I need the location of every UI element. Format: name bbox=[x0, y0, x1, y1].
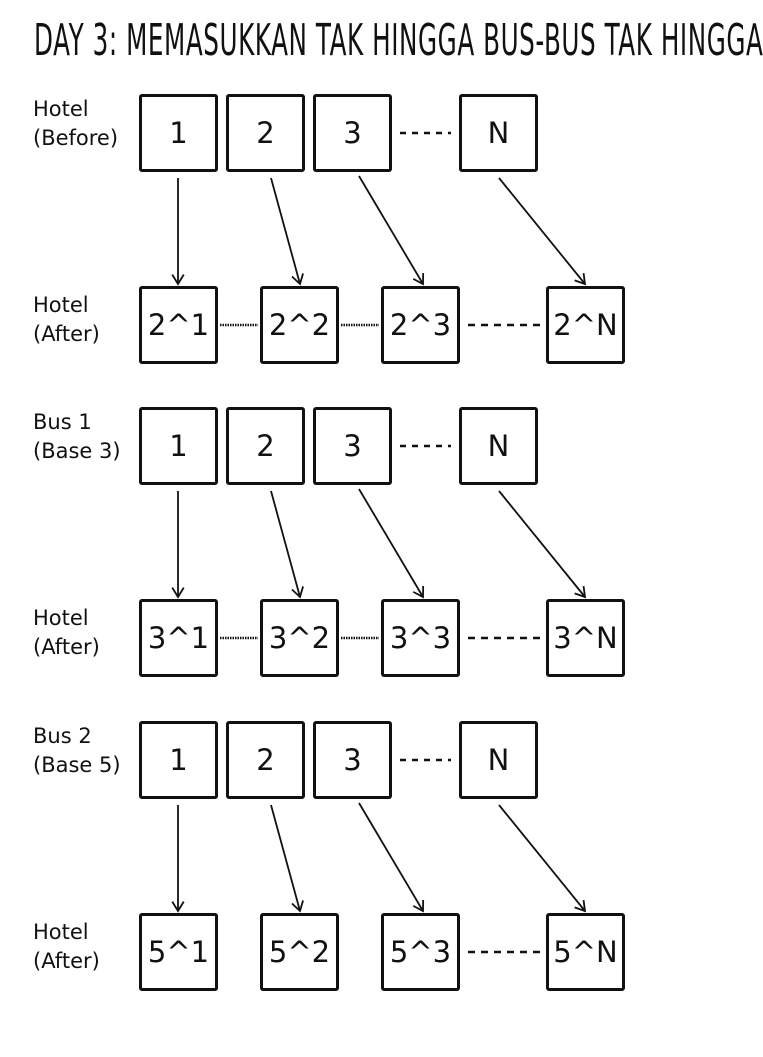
target-row-label: Hotel (After) bbox=[33, 293, 100, 346]
cell-value: 1 bbox=[169, 743, 188, 777]
target-cell: 5^N bbox=[546, 913, 625, 991]
target-cell: 5^1 bbox=[139, 913, 218, 991]
arrowhead-icon bbox=[574, 585, 587, 599]
target-row-label: Hotel (After) bbox=[33, 920, 100, 973]
source-cell: 2 bbox=[226, 721, 305, 799]
arrowhead-icon bbox=[291, 273, 304, 286]
mapping-arrow bbox=[498, 490, 586, 598]
cell-value: 3 bbox=[343, 743, 362, 777]
arrowhead-icon bbox=[291, 586, 304, 599]
cell-value: 2^2 bbox=[268, 308, 331, 342]
source-row-label: Hotel (Before) bbox=[33, 97, 119, 150]
cell-value: 3^3 bbox=[389, 621, 452, 655]
source-cell: 3 bbox=[313, 94, 392, 172]
mapping-arrow bbox=[358, 488, 424, 598]
source-cell: 2 bbox=[226, 94, 305, 172]
arrowhead-icon bbox=[171, 274, 185, 286]
cell-value: 3^2 bbox=[268, 621, 331, 655]
target-row-label: Hotel (After) bbox=[33, 606, 100, 659]
source-cell: N bbox=[459, 721, 538, 799]
target-cell: 2^2 bbox=[260, 286, 339, 364]
arrowhead-icon bbox=[574, 899, 587, 913]
mapping-arrow bbox=[270, 177, 301, 285]
mapping-arrow bbox=[270, 804, 301, 912]
arrowhead-icon bbox=[412, 899, 425, 913]
cell-value: N bbox=[487, 116, 510, 150]
mapping-arrow bbox=[358, 175, 424, 285]
target-cell: 2^3 bbox=[381, 286, 460, 364]
source-cell: 1 bbox=[139, 407, 218, 485]
cell-value: 2 bbox=[256, 743, 275, 777]
arrowhead-icon bbox=[574, 272, 587, 286]
target-cell: 5^3 bbox=[381, 913, 460, 991]
arrowhead-icon bbox=[412, 272, 425, 286]
cell-value: N bbox=[487, 429, 510, 463]
source-row-label: Bus 1 (Base 3) bbox=[33, 410, 121, 463]
cell-value: 1 bbox=[169, 429, 188, 463]
mapping-arrow bbox=[270, 490, 301, 598]
source-cell: N bbox=[459, 94, 538, 172]
target-cell: 2^1 bbox=[139, 286, 218, 364]
source-cell: 3 bbox=[313, 721, 392, 799]
source-cell: 2 bbox=[226, 407, 305, 485]
source-row-label: Bus 2 (Base 5) bbox=[33, 724, 121, 777]
source-cell: 3 bbox=[313, 407, 392, 485]
mapping-arrow bbox=[358, 802, 424, 912]
arrowhead-icon bbox=[171, 587, 185, 599]
mapping-arrow bbox=[498, 177, 586, 285]
diagram-title: DAY 3: MEMASUKKAN TAK HINGGA BUS-BUS TAK… bbox=[34, 15, 763, 66]
cell-value: 3^N bbox=[553, 621, 618, 655]
cell-value: 3 bbox=[343, 116, 362, 150]
target-cell: 3^3 bbox=[381, 599, 460, 677]
cell-value: 3 bbox=[343, 429, 362, 463]
arrowhead-icon bbox=[412, 585, 425, 599]
cell-value: 5^1 bbox=[147, 935, 210, 969]
mapping-arrow bbox=[498, 804, 586, 912]
cell-value: 3^1 bbox=[147, 621, 210, 655]
target-cell: 3^2 bbox=[260, 599, 339, 677]
arrowhead-icon bbox=[291, 900, 304, 913]
cell-value: 1 bbox=[169, 116, 188, 150]
target-cell: 3^1 bbox=[139, 599, 218, 677]
cell-value: 2 bbox=[256, 116, 275, 150]
source-cell: N bbox=[459, 407, 538, 485]
cell-value: 2 bbox=[256, 429, 275, 463]
cell-value: 2^1 bbox=[147, 308, 210, 342]
source-cell: 1 bbox=[139, 94, 218, 172]
cell-value: 2^3 bbox=[389, 308, 452, 342]
cell-value: 2^N bbox=[553, 308, 618, 342]
source-cell: 1 bbox=[139, 721, 218, 799]
target-cell: 5^2 bbox=[260, 913, 339, 991]
target-cell: 3^N bbox=[546, 599, 625, 677]
cell-value: 5^3 bbox=[389, 935, 452, 969]
cell-value: 5^N bbox=[553, 935, 618, 969]
cell-value: N bbox=[487, 743, 510, 777]
target-cell: 2^N bbox=[546, 286, 625, 364]
cell-value: 5^2 bbox=[268, 935, 331, 969]
arrowhead-icon bbox=[171, 901, 185, 913]
